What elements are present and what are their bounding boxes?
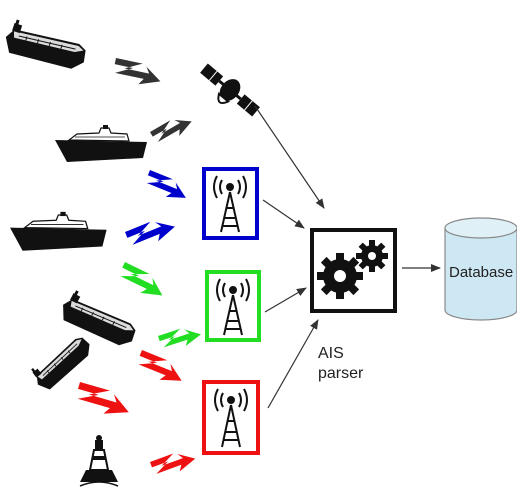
signal-zigzag-icon [111, 58, 164, 89]
ais-parser-label-line2: parser [318, 365, 364, 382]
database-label: Database [449, 264, 514, 281]
signal-zigzag-icon [134, 350, 187, 388]
ais-parser-label-line1: AIS [318, 345, 344, 362]
ship-icon [9, 211, 108, 252]
ais-parser-box [310, 228, 397, 313]
signal-zigzag-icon [73, 382, 134, 421]
satellite-icon [200, 63, 260, 117]
ais-parser-label: AIS parser [318, 344, 363, 384]
base-station-green [205, 270, 261, 342]
base-station-red [202, 380, 260, 455]
antenna-tower-icon [214, 388, 248, 448]
signal-zigzag-icon [142, 170, 191, 204]
buoy-icon [79, 435, 119, 487]
signal-zigzag-icon [158, 323, 203, 354]
signal-zigzag-icon [115, 262, 169, 303]
signal-zigzag-icon [150, 111, 195, 148]
base-station-blue [202, 167, 259, 240]
signal-zigzag-icon [150, 447, 198, 480]
data-flow-arrows [254, 105, 441, 409]
ship-icon [0, 17, 91, 77]
ship-icon [56, 287, 142, 354]
ship-icon [54, 124, 148, 163]
antenna-tower-icon [213, 175, 247, 233]
database-cylinder-icon [444, 217, 517, 321]
signal-zigzag-icon [125, 213, 178, 252]
antenna-tower-icon [216, 278, 250, 336]
